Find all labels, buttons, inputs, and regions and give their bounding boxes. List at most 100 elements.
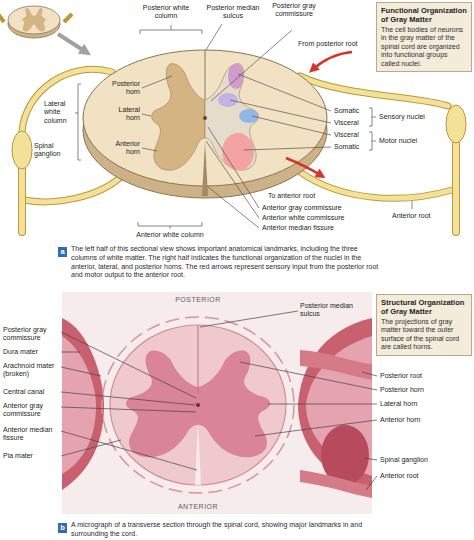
panel-letter: a: [58, 247, 67, 257]
leader-line: [362, 372, 377, 376]
box-body: The projections of gray matter toward th…: [381, 318, 467, 352]
visceral-sensory-nucleus: [218, 93, 238, 107]
anatomy-label: Anterior median fissure: [3, 426, 59, 443]
orientation-label: POSTERIOR: [166, 296, 230, 304]
somatic-sensory-nucleus: [228, 63, 244, 89]
leader-line: [268, 404, 377, 405]
gray-matter: [198, 351, 270, 458]
anterior-root: [300, 172, 452, 198]
locator-icon: [0, 6, 72, 38]
leader-line: [61, 332, 196, 398]
spinal-ganglion: [12, 131, 32, 169]
anatomy-label: Sensory nuclei: [379, 113, 441, 121]
anatomy-label: Posterior gray commissure: [270, 2, 318, 19]
sensory-arrow: [312, 52, 352, 70]
central-canal: [196, 403, 200, 407]
leader-line: [142, 76, 172, 88]
gray-matter-right: [205, 64, 258, 171]
leader-line: [61, 440, 121, 456]
spinal-ganglion: [446, 105, 466, 143]
leader-line: [142, 148, 157, 151]
anatomy-label: Visceral: [334, 131, 370, 139]
bracket: [140, 25, 202, 34]
anatomy-label: Anterior median fissure: [262, 224, 372, 232]
spinal-nerve: [452, 141, 460, 232]
anatomy-label: Dura mater: [3, 348, 59, 356]
anatomy-label: Anterior root: [380, 472, 460, 480]
spinal-nerve: [453, 141, 459, 232]
leader-lines: [75, 24, 412, 229]
anatomy-label: Anterior gray commissure: [262, 204, 372, 212]
anatomy-label: Anterior gray commissure: [3, 402, 59, 419]
median-sulcus: [198, 325, 199, 394]
anatomy-label: Visceral: [334, 119, 370, 127]
anatomy-label: Anterior horn: [380, 416, 460, 424]
anatomy-label: From posterior root: [298, 40, 374, 48]
leader-line: [255, 420, 377, 436]
leader-line: [230, 100, 331, 123]
meninges: [62, 336, 96, 474]
bracket: [75, 84, 81, 160]
motor-arrow: [286, 158, 322, 176]
anterior-root: [24, 172, 126, 202]
bracket: [138, 222, 202, 229]
gray-matter: [22, 8, 45, 31]
info-box: Structural Organization of Gray MatterTh…: [376, 294, 472, 356]
leader-line: [207, 186, 259, 228]
bracket: [369, 132, 376, 150]
anterior-root: [24, 172, 126, 202]
orientation-label: ANTERIOR: [166, 503, 230, 511]
anatomy-label: Posterior median sulcus: [206, 4, 260, 21]
leader-line: [61, 367, 101, 376]
anatomy-label: Anterior horn: [100, 140, 140, 157]
leader-line: [206, 24, 222, 50]
anterior-root: [300, 470, 372, 498]
nerve: [0, 14, 4, 22]
anatomy-label: Posterior root: [380, 372, 460, 380]
posterior-root: [300, 350, 372, 380]
anatomy-label: Anterior white commissure: [262, 214, 372, 222]
spinal-nerve: [18, 166, 26, 232]
anatomy-label: Central canal: [3, 388, 59, 396]
median-fissure: [202, 142, 208, 196]
anatomy-label: Somatic: [334, 107, 370, 115]
gray-matter-left: [152, 64, 205, 171]
leader-line: [200, 311, 298, 327]
leader-lines: [61, 311, 377, 490]
cord-face: [8, 6, 60, 34]
anatomy-label: Posterior white column: [140, 4, 192, 21]
nerve: [64, 14, 72, 22]
anterior-root: [300, 172, 452, 198]
dura-mater: [298, 318, 372, 492]
leader-line: [364, 458, 377, 460]
anatomy-label: Lateral horn: [104, 106, 140, 123]
somatic-motor-nucleus: [222, 133, 254, 171]
median-fissure: [195, 422, 201, 485]
anatomy-label: Anterior white column: [130, 231, 210, 239]
anatomy-label: Lateral horn: [380, 400, 460, 408]
leader-line: [208, 127, 259, 208]
anatomy-label: Posterior horn: [380, 386, 460, 394]
anatomy-label: Somatic: [334, 143, 370, 151]
leader-line: [412, 201, 413, 209]
info-box: Functional Organization of Gray MatterTh…: [376, 2, 472, 72]
anatomy-label: Motor nuclei: [379, 137, 441, 145]
anatomy-label: To anterior root: [268, 192, 334, 200]
anatomy-label: Lateral white column: [44, 100, 74, 125]
bracket: [369, 108, 376, 126]
figure-caption: The left half of this sectional view sho…: [71, 245, 383, 280]
spinal-cord: [110, 325, 286, 485]
box-heading: Functional Organization of Gray Matter: [381, 6, 467, 24]
anatomy-label: Posterior median sulcus: [300, 302, 356, 319]
leader-line: [366, 476, 377, 490]
panel-letter: b: [58, 523, 67, 533]
box-body: The cell bodies of neurons in the gray m…: [381, 26, 467, 68]
spinal-nerve: [19, 166, 25, 232]
anatomy-label: Posterior horn: [100, 80, 140, 97]
leader-line: [240, 362, 377, 390]
anatomy-label: Spinal ganglion: [34, 142, 68, 159]
leader-line: [61, 431, 197, 470]
nuclei: [218, 63, 259, 171]
anatomy-label: Posterior gray commissure: [3, 326, 59, 343]
